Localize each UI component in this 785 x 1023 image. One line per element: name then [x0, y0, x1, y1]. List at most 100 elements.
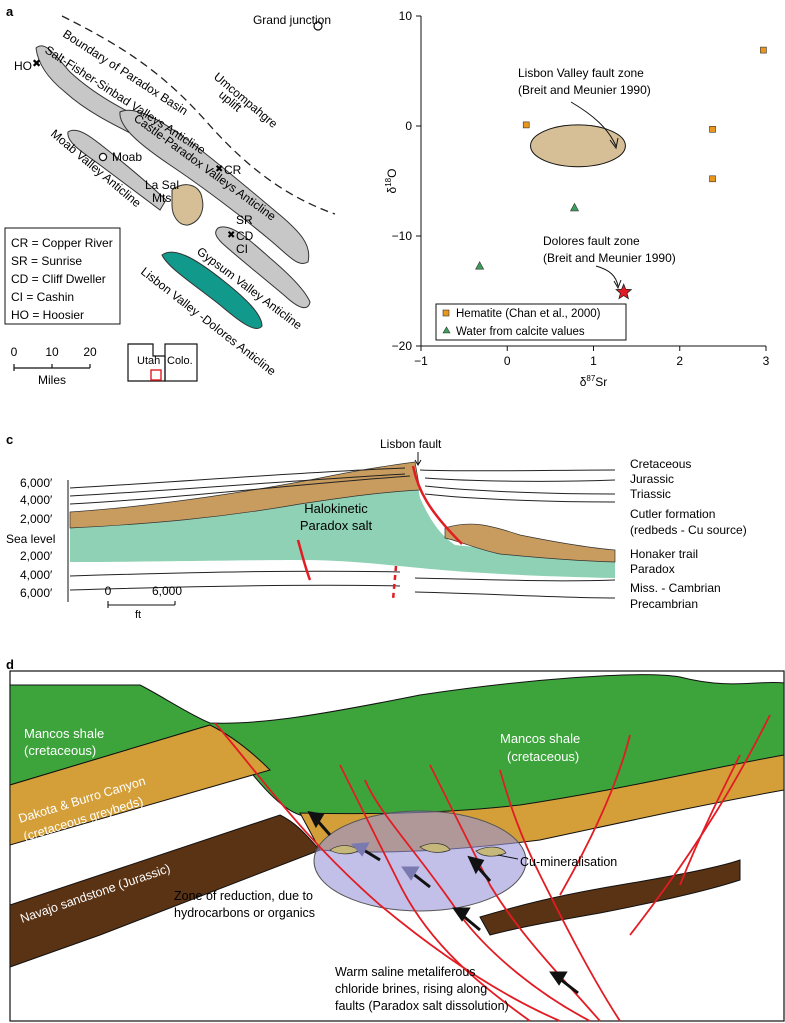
y-tick-label: 10 [399, 9, 413, 23]
gypsum-valley-anticline [215, 226, 311, 309]
utah-colorado-inset: Utah Colo. [127, 343, 198, 382]
svg-text:20: 20 [83, 345, 97, 359]
panel-d-diagram: d Mancos shale (cretaceous) Dakota & Bur… [6, 657, 785, 1022]
sr-label: SR [236, 213, 253, 227]
panel-a-map: a Grand junction Moab La Sal Mts HO ✖ CR… [4, 4, 336, 387]
svg-text:2,000′: 2,000′ [20, 512, 53, 526]
brines-label-3: faults (Paradox salt dissolution) [335, 999, 509, 1013]
minor-fault [296, 539, 312, 581]
y-tick-label: 0 [405, 119, 412, 133]
svg-text:0: 0 [105, 584, 112, 598]
svg-text:6,000′: 6,000′ [20, 586, 53, 600]
svg-text:2,000′: 2,000′ [20, 549, 53, 563]
mancos-left-label-2: (cretaceous) [24, 743, 96, 758]
svg-text:Triassic: Triassic [630, 487, 671, 501]
cutler-formation-right [444, 523, 616, 563]
ci-label: CI [236, 242, 248, 256]
x-tick-label: −1 [414, 354, 428, 368]
section-scale-bar: 0 6,000 ft [105, 584, 183, 620]
x-axis-label: δ87Sr [580, 374, 608, 389]
cu-label: Cu-mineralisation [520, 855, 617, 869]
lisbon-annotation-1: Lisbon Valley fault zone [518, 66, 644, 80]
navajo-sandstone [9, 814, 321, 968]
strata-lines [69, 467, 616, 599]
y-axis-label: δ18O [384, 169, 399, 194]
dakota-burro-canyon [9, 724, 271, 846]
salt-label-1: Halokinetic [304, 501, 368, 516]
svg-text:Sea level: Sea level [6, 532, 55, 546]
legend-water: Water from calcite values [456, 326, 585, 338]
hematite-point [709, 175, 716, 183]
x-tick-label: 1 [590, 354, 597, 368]
svg-text:Colo.: Colo. [167, 355, 193, 367]
lisbon-valley-anticline [161, 251, 263, 329]
unit-labels: Cretaceous Jurassic Triassic Cutler form… [630, 457, 747, 611]
lisbon-arrow [570, 101, 617, 147]
mancos-right-label-2: (cretaceous) [507, 749, 579, 764]
castle-paradox-anticline [119, 109, 310, 264]
ho-mine-icon: ✖ [32, 58, 41, 70]
brines-label-2: chloride brines, rising along [335, 982, 487, 996]
dolores-annotation-2: (Breit and Meunier 1990) [543, 251, 676, 265]
la-sal-mountains [171, 184, 204, 226]
moab-label: Moab [112, 150, 142, 164]
svg-text:Honaker trail: Honaker trail [630, 547, 698, 561]
svg-text:0: 0 [11, 345, 18, 359]
svg-text:Jurassic: Jurassic [630, 472, 674, 486]
halokinetic-salt [70, 472, 615, 578]
ho-label: HO [14, 59, 32, 73]
lisbon-annotation-2: (Breit and Meunier 1990) [518, 83, 651, 97]
svg-text:6,000: 6,000 [152, 584, 182, 598]
svg-text:Cretaceous: Cretaceous [630, 457, 691, 471]
dolores-annotation-1: Dolores fault zone [543, 234, 640, 248]
cu-lenses [329, 843, 507, 857]
lisbon-fault [411, 465, 463, 545]
moab-valley-anticline [67, 129, 167, 211]
reduction-label-2: hydrocarbons or organics [174, 906, 315, 920]
x-tick-label: 2 [676, 354, 683, 368]
mts-label: Mts [152, 191, 171, 205]
grand-junction-label: Grand junction [253, 13, 331, 27]
depth-axis: 6,000′ 4,000′ 2,000′ Sea level 2,000′ 4,… [6, 476, 69, 602]
legend-cr: CR = Copper River [11, 236, 113, 250]
reduction-label-1: Zone of reduction, due to [174, 889, 313, 903]
chart-fields [530, 124, 633, 300]
x-tick-label: 0 [504, 354, 511, 368]
hematite-point [760, 46, 767, 54]
legend-ci: CI = Cashin [11, 290, 74, 304]
castle-paradox-label: Castle-Paradox Valleys Anticline [131, 111, 279, 224]
brine-flow-arrows [307, 811, 579, 995]
panel-d-label: d [6, 657, 14, 672]
legend-cd: CD = Cliff Dweller [11, 272, 106, 286]
paradox-basin-boundary [61, 15, 336, 215]
x-tick-label: 3 [763, 354, 770, 368]
legend-ho: HO = Hoosier [11, 308, 84, 322]
cr-mine-icon: ✖ [215, 164, 223, 175]
grand-junction-marker [313, 21, 323, 31]
legend-hematite: Hematite (Chan et al., 2000) [456, 308, 601, 320]
salt-label-2: Paradox salt [300, 518, 373, 533]
map-scale-bar: 0 10 20 Miles [11, 345, 97, 387]
buried-fault [391, 565, 398, 601]
mine-legend-box [4, 227, 121, 325]
svg-text:10: 10 [45, 345, 59, 359]
svg-text:4,000′: 4,000′ [20, 493, 53, 507]
navajo-right [479, 859, 741, 936]
y-tick-label: −20 [392, 339, 413, 353]
diagram-frame [9, 670, 785, 1022]
legend-sr: SR = Sunrise [11, 254, 82, 268]
calcite-water-point [475, 261, 485, 270]
brines-label-1: Warm saline metaliferous [335, 965, 476, 979]
la-sal-label: La Sal [145, 178, 179, 192]
mancos-left-label-1: Mancos shale [24, 726, 104, 741]
svg-text:Utah: Utah [137, 355, 160, 367]
svg-text:4,000′: 4,000′ [20, 568, 53, 582]
lisbon-fault-label: Lisbon fault [380, 437, 442, 451]
dolores-fault-zone-star [615, 283, 633, 300]
svg-text:Cutler formation: Cutler formation [630, 507, 715, 521]
calcite-water-point [570, 202, 580, 212]
svg-text:Precambrian: Precambrian [630, 597, 698, 611]
moab-marker [98, 152, 108, 162]
